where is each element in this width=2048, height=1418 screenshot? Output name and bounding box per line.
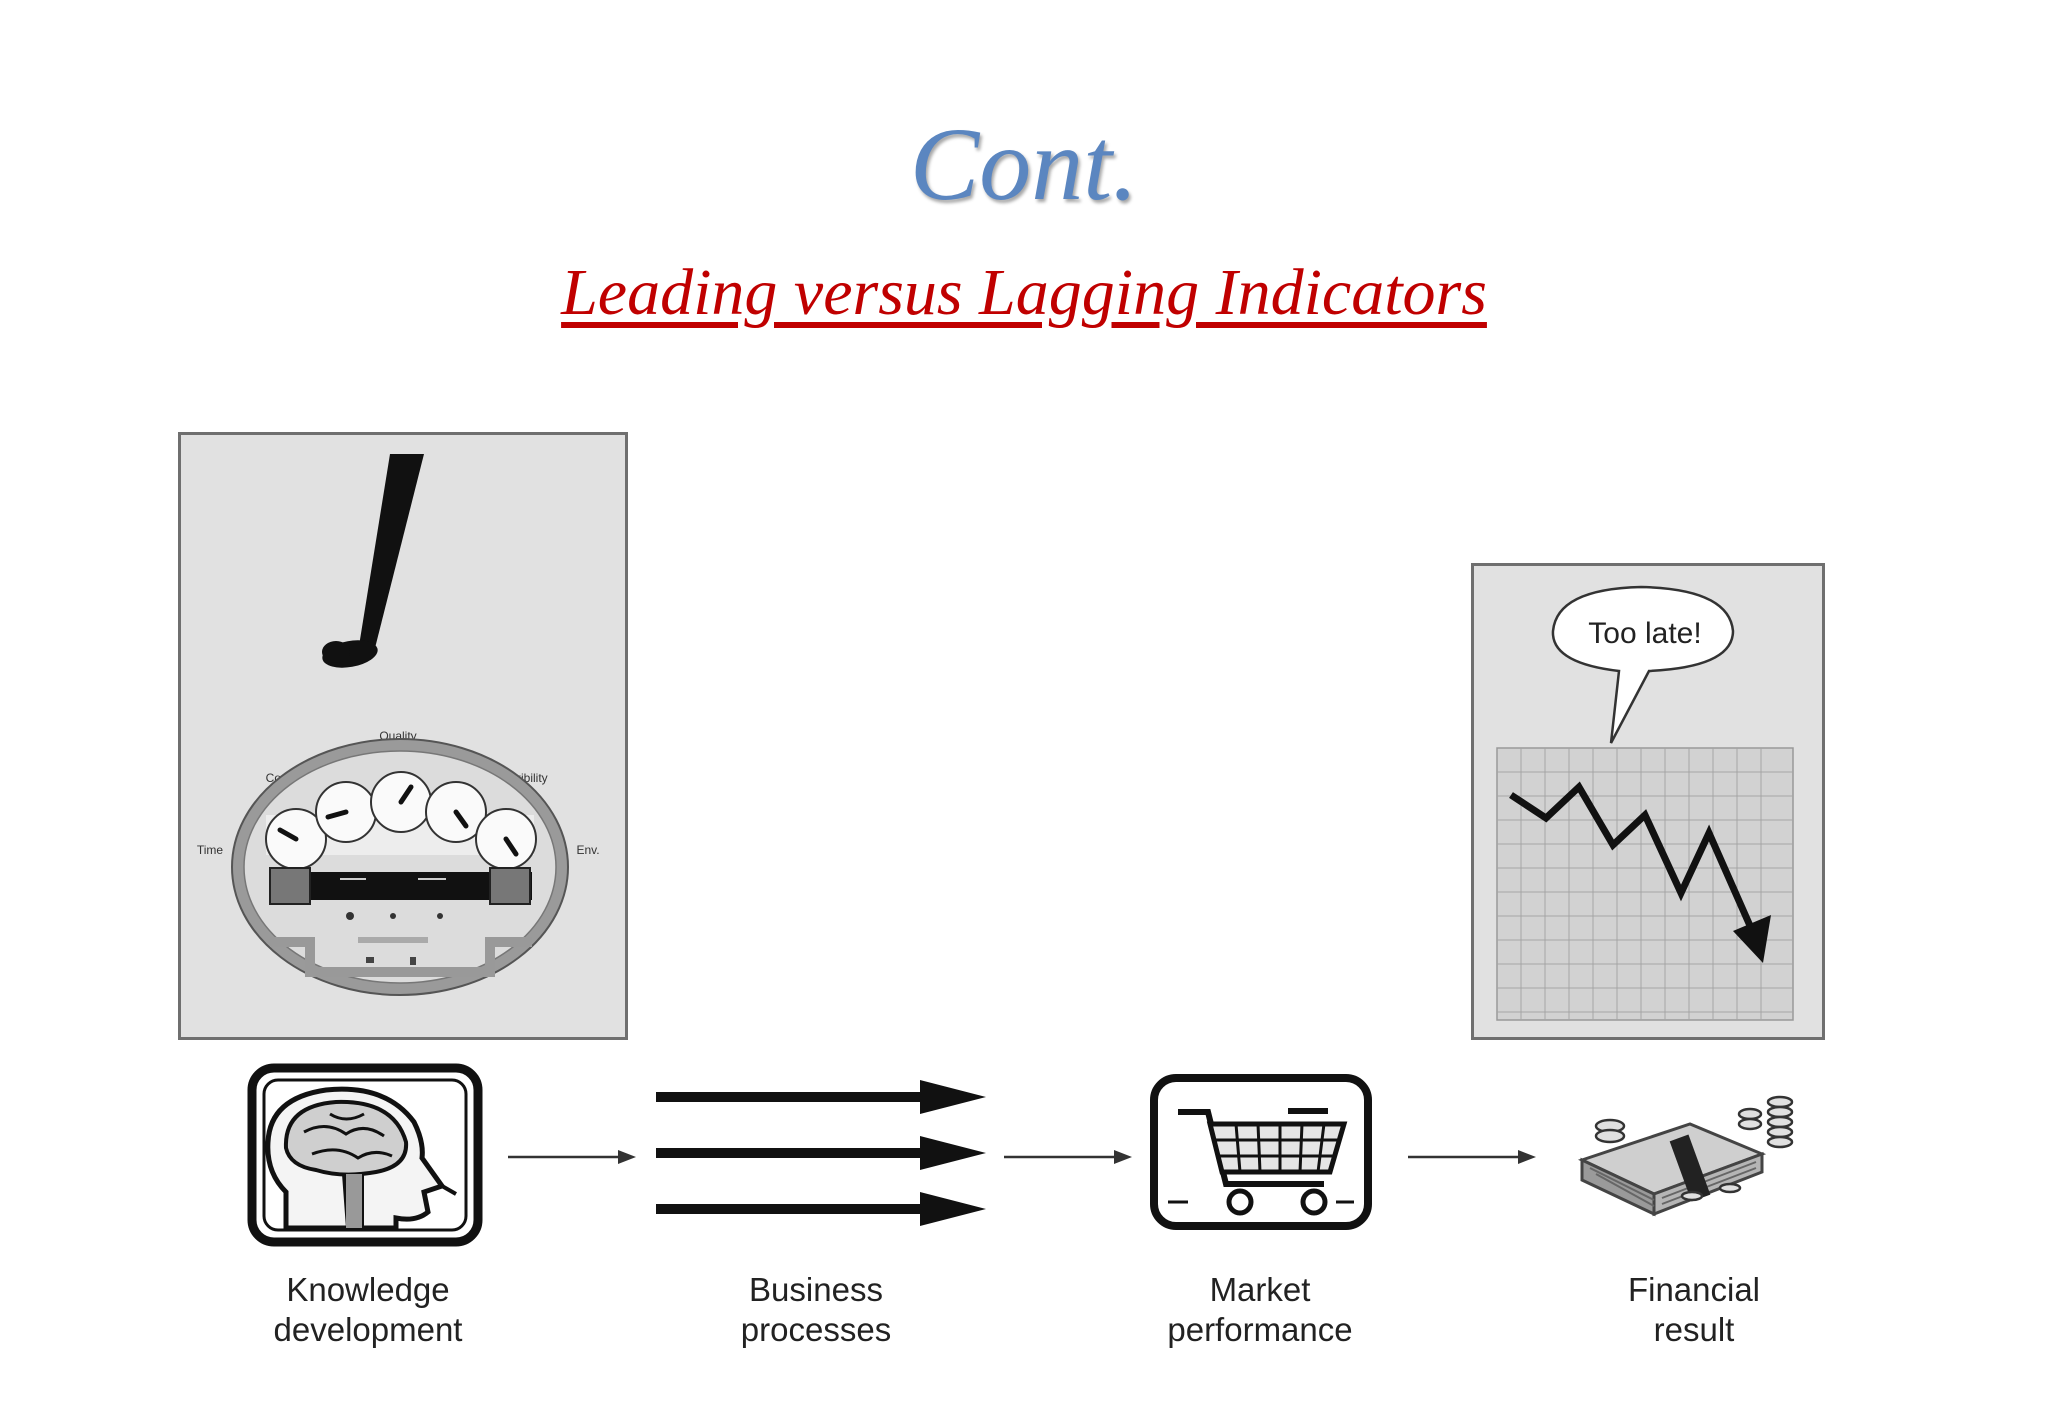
flow-arrow-3 xyxy=(1408,1150,1536,1164)
falling-trend-arrow-icon xyxy=(1509,781,1771,963)
slide-title: Cont. xyxy=(909,107,1139,222)
utility-meter-icon xyxy=(231,738,569,996)
stage-label-business-processes: Business processes xyxy=(740,1271,892,1348)
stage-label-financial-result: Financial result xyxy=(1627,1271,1761,1348)
lagging-indicator-panel: Too late! xyxy=(1471,563,1825,1040)
stage-label-market-performance: Market performance xyxy=(1167,1271,1353,1348)
shopping-cart-icon xyxy=(1150,1074,1372,1230)
slide-subtitle: Leading versus Lagging Indicators xyxy=(561,256,1487,329)
leading-indicator-panel: Quality Cost Flexibility Time Env. xyxy=(178,432,628,1040)
brain-head-icon xyxy=(247,1063,483,1247)
speech-bubble: Too late! xyxy=(1551,585,1735,744)
falling-chart-illustration: Too late! xyxy=(1496,585,1794,1021)
money-stack-icon xyxy=(1577,1095,1794,1217)
gauge-label-env: Env. xyxy=(576,843,599,857)
exclamation-mark-icon xyxy=(322,454,424,668)
gauge-label-time: Time xyxy=(197,843,224,857)
flow-arrow-1 xyxy=(508,1150,636,1164)
flow-arrow-2 xyxy=(1004,1150,1132,1164)
chart-grid xyxy=(1496,747,1794,1021)
meter-illustration: Quality Cost Flexibility Time Env. xyxy=(197,454,600,996)
stage-label-knowledge-development: Knowledge development xyxy=(273,1271,463,1348)
speech-bubble-text: Too late! xyxy=(1588,617,1701,650)
triple-arrows-icon xyxy=(656,1080,986,1226)
